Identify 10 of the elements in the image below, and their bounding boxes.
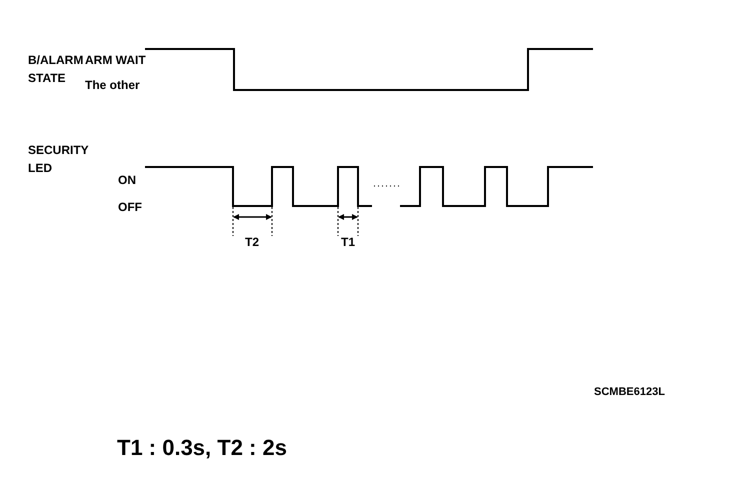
level-label: ON (118, 172, 136, 189)
caption: T1 : 0.3s, T2 : 2s (117, 434, 287, 462)
figure-code: SCMBE6123L (594, 385, 665, 400)
signal-label: B/ALARM STATE (28, 52, 84, 87)
state-label: ARM WAIT (85, 52, 146, 69)
time-label: T2 (245, 234, 260, 251)
time-label: T1 (341, 234, 356, 251)
signal-label: SECURITY LED (28, 142, 90, 177)
state-label: The other (85, 77, 140, 94)
level-label: OFF (118, 199, 142, 216)
